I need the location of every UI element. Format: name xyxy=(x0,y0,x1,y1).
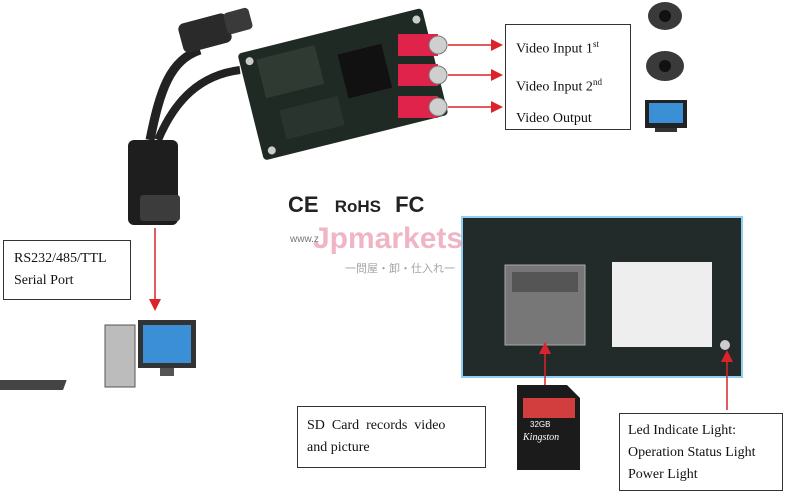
video-input-1-label: Video Input 1st xyxy=(516,39,599,57)
sd-card-icon: 32GB Kingston xyxy=(517,385,580,470)
video-io-box: Video Input 1st Video Input 2nd Video Ou… xyxy=(505,24,631,130)
camera-2-icon xyxy=(646,51,684,81)
sd-card-box: SD Card records video and picture xyxy=(297,406,486,468)
serial-connector xyxy=(128,140,180,225)
watermark-tagline: 一問屋・卸・仕入れ一 xyxy=(345,263,455,275)
sd-card-capacity: 32GB xyxy=(530,420,550,429)
sd-line-1: SD Card records video xyxy=(307,418,446,433)
sd-board xyxy=(461,216,743,378)
ce-logo: CE xyxy=(288,192,319,217)
serial-line-1: RS232/485/TTL xyxy=(14,251,107,266)
cable xyxy=(145,7,253,142)
rohs-logo: RoHS xyxy=(334,197,381,216)
led-box: Led Indicate Light: Operation Status Lig… xyxy=(619,413,783,491)
fc-logo: FC xyxy=(395,192,425,217)
video-output-label: Video Output xyxy=(516,111,592,127)
serial-port-box: RS232/485/TTL Serial Port xyxy=(3,240,131,300)
rca-connectors xyxy=(398,34,448,118)
watermark-brand: Jpmarkets xyxy=(313,222,464,255)
camera-1-icon xyxy=(648,2,682,30)
serial-line-2: Serial Port xyxy=(14,273,74,288)
led-line-1: Led Indicate Light: xyxy=(628,423,737,438)
main-board xyxy=(238,8,448,160)
computer-icon xyxy=(0,320,196,390)
cert-logos: CE RoHS FC xyxy=(288,192,424,218)
watermark-url: www.z xyxy=(290,234,319,245)
video-input-2-label: Video Input 2nd xyxy=(516,76,602,95)
led-line-2: Operation Status Light xyxy=(628,445,756,460)
led-line-3: Power Light xyxy=(628,467,698,482)
sd-card-brand: Kingston xyxy=(522,432,559,443)
sd-line-2: and picture xyxy=(307,440,370,455)
monitor-icon xyxy=(645,100,687,132)
